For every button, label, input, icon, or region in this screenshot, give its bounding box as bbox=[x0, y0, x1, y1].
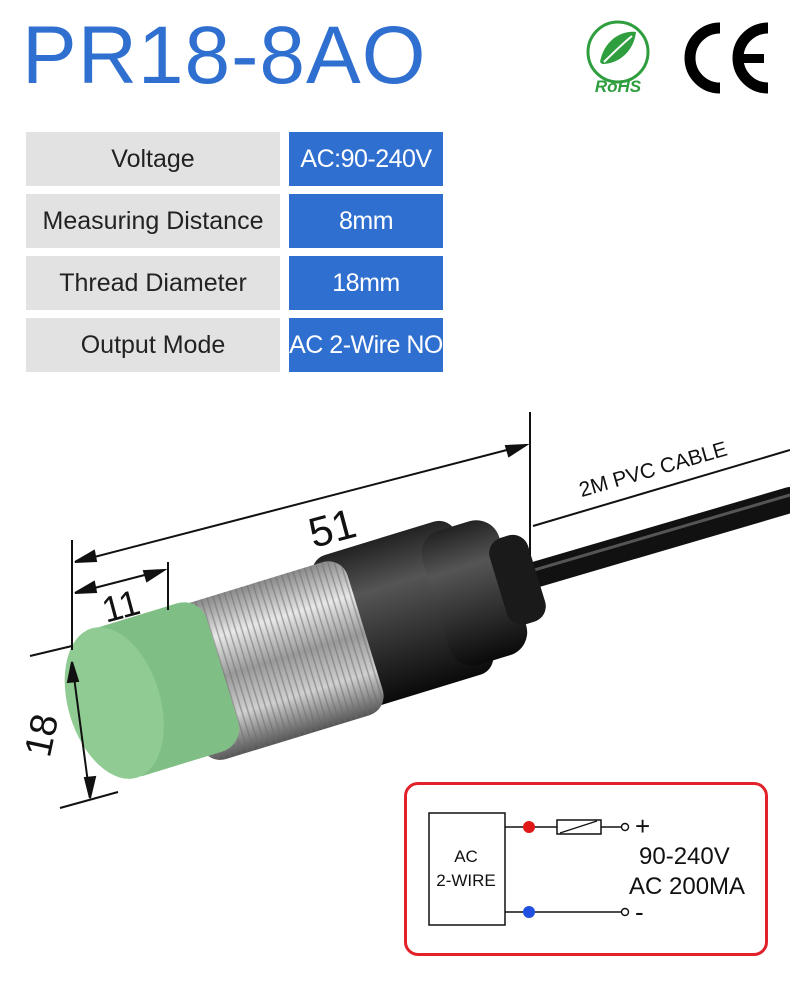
device-box-label: 2-WIRE bbox=[436, 871, 496, 890]
minus-terminal: - bbox=[635, 897, 644, 927]
spec-label: Voltage bbox=[26, 132, 280, 186]
voltage-label: 90-240V bbox=[639, 843, 730, 870]
spec-row-distance: Measuring Distance 8mm bbox=[26, 194, 443, 248]
device-box-label: AC bbox=[454, 847, 478, 866]
ce-mark bbox=[684, 22, 769, 94]
spec-table: Voltage AC:90-240V Measuring Distance 8m… bbox=[26, 132, 443, 380]
spec-label: Measuring Distance bbox=[26, 194, 280, 248]
rohs-logo: RoHS bbox=[586, 20, 650, 96]
spec-row-thread: Thread Diameter 18mm bbox=[26, 256, 443, 310]
wiring-lines bbox=[428, 812, 630, 926]
spec-row-voltage: Voltage AC:90-240V bbox=[26, 132, 443, 186]
spec-row-output: Output Mode AC 2-Wire NO bbox=[26, 318, 443, 372]
cable-label: 2M PVC CABLE bbox=[577, 438, 730, 502]
spec-value: AC:90-240V bbox=[289, 132, 443, 186]
spec-value: 18mm bbox=[289, 256, 443, 310]
spec-value: 8mm bbox=[289, 194, 443, 248]
current-label: AC 200MA bbox=[629, 873, 746, 900]
product-title: PR18-8AO bbox=[22, 10, 427, 101]
dimension-lines bbox=[29, 412, 790, 809]
plus-terminal: + bbox=[635, 811, 651, 841]
sensor-face bbox=[64, 602, 240, 779]
spec-label: Thread Diameter bbox=[26, 256, 280, 310]
cable bbox=[487, 487, 790, 598]
blue-wire-dot bbox=[523, 906, 535, 918]
spec-value: AC 2-Wire NO bbox=[289, 318, 443, 372]
red-wire-dot bbox=[523, 821, 535, 833]
wiring-diagram: AC 2-WIRE + - 90-240V AC 200MA bbox=[404, 782, 768, 956]
device-box bbox=[428, 812, 506, 926]
spec-label: Output Mode bbox=[26, 318, 280, 372]
rohs-text: RoHS bbox=[595, 77, 642, 96]
sensor-illustration: 51 11 18 2M PVC CABLE bbox=[17, 412, 790, 809]
diameter-label: 18 bbox=[17, 710, 67, 760]
